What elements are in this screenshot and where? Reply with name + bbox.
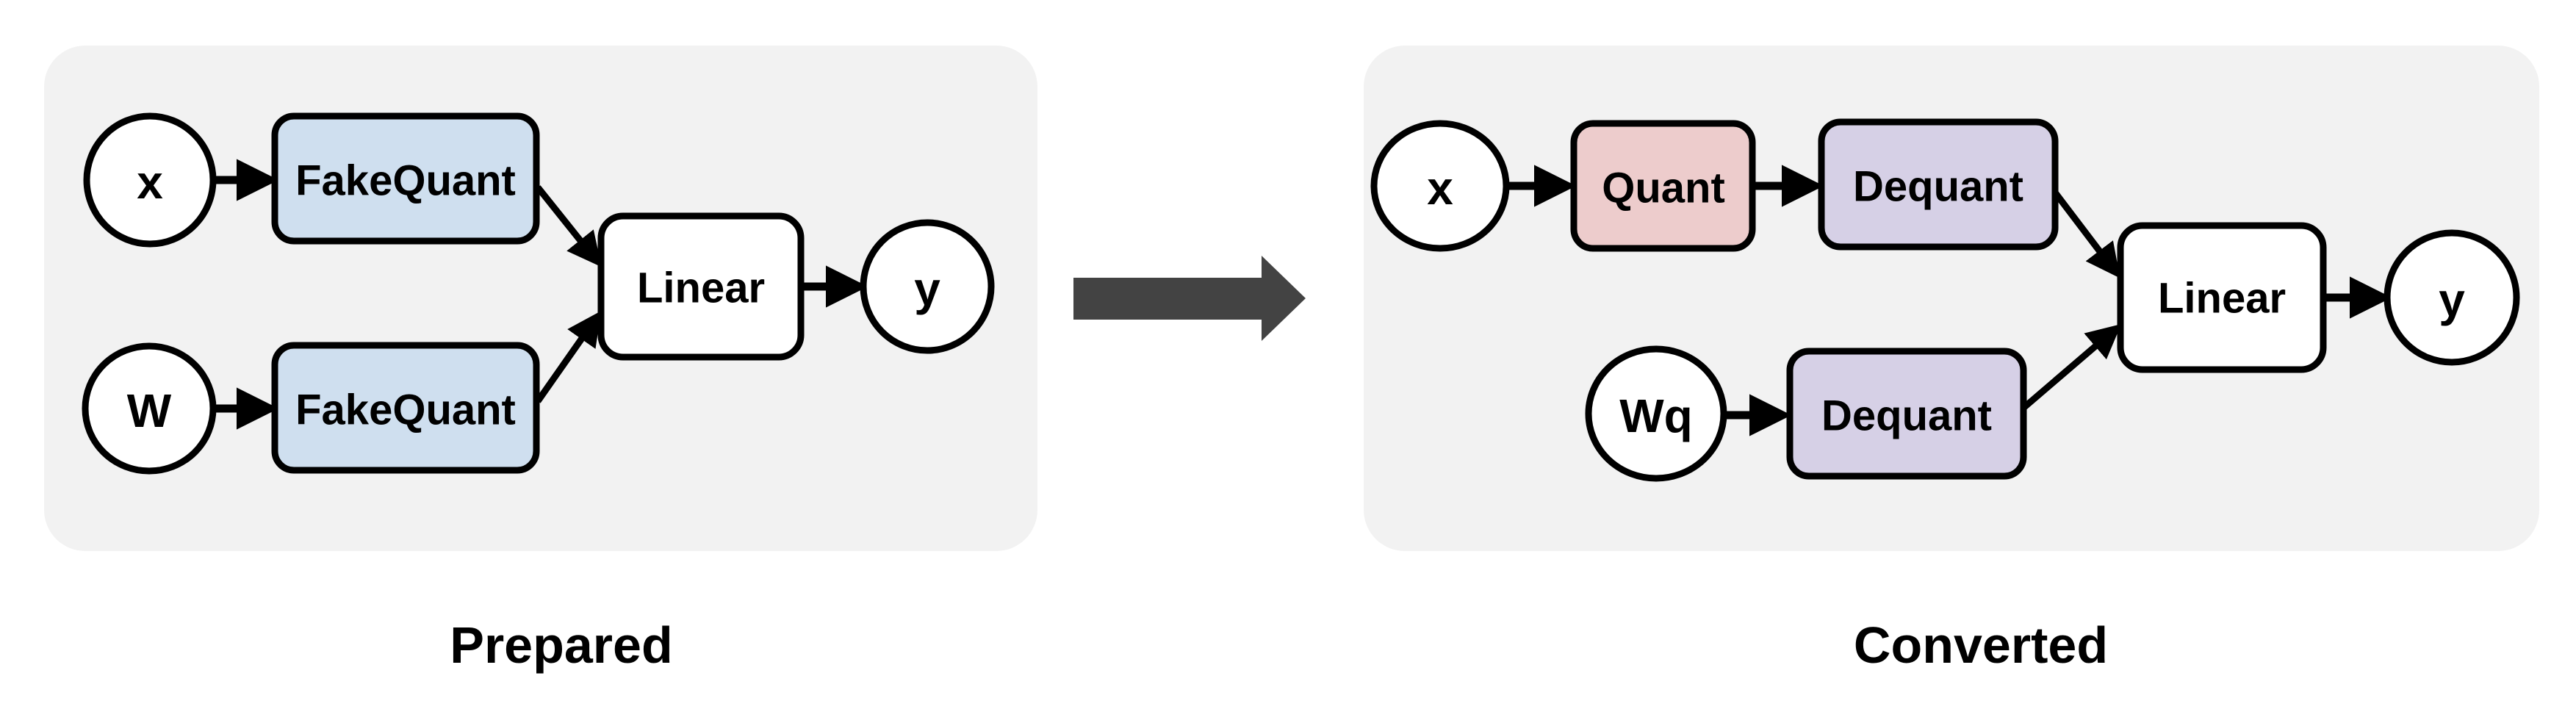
node-linear-prepared[interactable]: Linear <box>597 212 805 361</box>
right-arrow-icon <box>1073 256 1306 341</box>
node-weight-fakequant-shape <box>271 342 540 474</box>
node-input-w-shape <box>82 342 217 475</box>
node-linear-converted-shape <box>2117 222 2327 373</box>
node-weight-dequant-label: Dequant <box>1821 392 1992 440</box>
node-output-y-shape <box>860 219 995 354</box>
node-act-dequant[interactable]: Dequant <box>1818 118 2059 251</box>
node-act-fakequant-label: FakeQuant <box>295 157 516 205</box>
node-linear-converted[interactable]: Linear <box>2117 222 2327 373</box>
node-input-wq-shape <box>1585 345 1727 482</box>
edge-weight-dequant-to-linear <box>2021 323 2122 411</box>
node-act-dequant-shape <box>1818 118 2059 251</box>
edge-act-dequant-to-linear <box>2052 190 2120 278</box>
right-arrow-icon-shape <box>1073 256 1306 341</box>
node-input-wq-label: Wq <box>1619 389 1693 442</box>
node-input-w-label: W <box>127 384 172 437</box>
node-weight-fakequant-label: FakeQuant <box>295 386 516 434</box>
node-input-x-converted[interactable]: x <box>1370 120 1510 252</box>
node-input-w-prepared[interactable]: W <box>82 342 217 475</box>
node-output-y-label: y <box>914 262 940 315</box>
node-act-fakequant[interactable]: FakeQuant <box>271 112 540 245</box>
node-input-x-prepared[interactable]: x <box>83 112 217 248</box>
panel-prepared-caption: Prepared <box>450 616 672 674</box>
node-input-x-shape <box>83 112 217 248</box>
node-weight-fakequant[interactable]: FakeQuant <box>271 342 540 474</box>
node-output-y-converted[interactable]: y <box>2383 229 2520 366</box>
node-linear-prepared-shape <box>597 212 805 361</box>
node-output-y-converted-shape <box>2383 229 2520 366</box>
panel-prepared: x W FakeQuant FakeQuant Linear <box>44 46 1037 674</box>
panel-converted: x Quant Dequant Wq Dequant <box>1364 46 2539 674</box>
node-weight-dequant-shape <box>1786 348 2027 480</box>
node-output-y-prepared[interactable]: y <box>860 219 995 354</box>
edges-converted <box>1508 165 2392 436</box>
edge-act-fakequant-to-linear <box>535 185 602 267</box>
node-act-fakequant-shape <box>271 112 540 245</box>
node-quant[interactable]: Quant <box>1570 120 1756 252</box>
node-act-dequant-label: Dequant <box>1853 163 2023 211</box>
node-weight-dequant[interactable]: Dequant <box>1786 348 2027 480</box>
node-linear-converted-label: Linear <box>2158 275 2286 323</box>
node-linear-prepared-label: Linear <box>637 265 765 312</box>
node-output-y-converted-label: y <box>2439 273 2465 326</box>
node-quant-shape <box>1570 120 1756 252</box>
edges-prepared <box>215 159 868 430</box>
edge-weight-fakequant-to-linear <box>535 311 602 403</box>
panel-converted-caption: Converted <box>1854 616 2108 674</box>
node-input-x-converted-label: x <box>1427 162 1453 215</box>
node-quant-label: Quant <box>1602 165 1725 212</box>
node-input-wq[interactable]: Wq <box>1585 345 1727 482</box>
node-input-x-label: x <box>137 156 163 209</box>
node-input-x-converted-shape <box>1370 120 1510 252</box>
